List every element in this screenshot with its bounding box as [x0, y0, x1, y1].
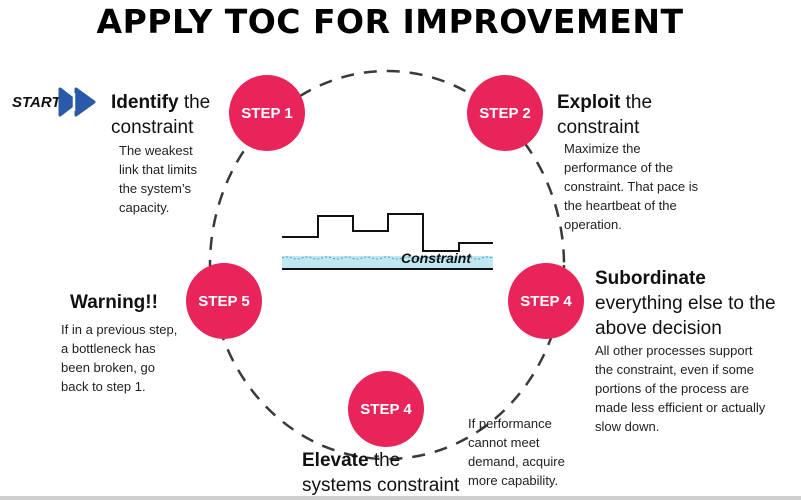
desc-line: capacity. [119, 200, 170, 215]
step-1-heading-part: the [178, 92, 211, 113]
step-subordinate-heading-part: everything else to the [595, 293, 776, 314]
desc-line: The weakest [119, 143, 193, 158]
step-elevate-heading-bold: Elevate [302, 450, 369, 471]
fast-forward-icon [58, 87, 96, 117]
step-1-badge: STEP 1 [229, 75, 305, 151]
step-5-description: If in a previous step, a bottleneck has … [61, 320, 177, 396]
desc-line: the constraint, even if some [595, 362, 754, 377]
step-subordinate-description: All other processes support the constrai… [595, 341, 765, 436]
constraint-label: Constraint [401, 250, 471, 266]
step-1-heading-bold: Identify [111, 92, 179, 113]
step-2-heading: Exploit the constraint [557, 90, 652, 140]
step-2-description: Maximize the performance of the constrai… [564, 139, 698, 234]
step-5-badge: STEP 5 [186, 263, 262, 339]
desc-line: slow down. [595, 419, 660, 434]
step-elevate-badge: STEP 4 [348, 371, 424, 447]
constraint-profile-line [282, 213, 493, 252]
desc-line: more capability. [468, 473, 559, 488]
desc-line: All other processes support [595, 343, 753, 358]
desc-line: been broken, go [61, 360, 155, 375]
step-elevate-heading-part: the [368, 450, 401, 471]
desc-line: cannot meet [468, 435, 540, 450]
desc-line: demand, acquire [468, 454, 565, 469]
bottom-divider [0, 496, 801, 500]
desc-line: link that limits [119, 162, 198, 177]
step-2-badge: STEP 2 [467, 75, 543, 151]
desc-line: back to step 1. [61, 379, 146, 394]
step-5-heading-bold: Warning!! [70, 292, 158, 313]
step-2-heading-bold: Exploit [557, 92, 621, 113]
start-label: START [12, 94, 61, 111]
step-1-heading-part-2: constraint [111, 117, 194, 138]
step-elevate-heading: Elevate the systems constraint [302, 448, 459, 498]
step-2-heading-part-2: constraint [557, 117, 640, 138]
desc-line: made less efficient or actually [595, 400, 766, 415]
desc-line: constraint. That pace is [564, 179, 699, 194]
step-elevate-heading-part-2: systems constraint [302, 475, 460, 496]
page-title: APPLY TOC FOR IMPROVEMENT [96, 2, 684, 41]
desc-line: operation. [564, 217, 622, 232]
step-subordinate-heading: Subordinate everything else to the above… [595, 266, 776, 341]
step-5-heading: Warning!! [70, 290, 158, 315]
step-2-heading-part: the [620, 92, 653, 113]
desc-line: If performance [468, 416, 552, 431]
step-1-description: The weakest link that limits the system’… [119, 141, 197, 217]
step-subordinate-heading-part-2: above decision [595, 318, 722, 339]
desc-line: If in a previous step, [61, 322, 178, 337]
desc-line: portions of the process are [595, 381, 749, 396]
desc-line: performance of the [564, 160, 674, 175]
step-elevate-description: If performance cannot meet demand, acqui… [468, 414, 565, 490]
step-subordinate-heading-bold: Subordinate [595, 268, 706, 289]
desc-line: Maximize the [564, 141, 641, 156]
desc-line: a bottleneck has [61, 341, 156, 356]
step-subordinate-badge: STEP 4 [508, 263, 584, 339]
desc-line: the heartbeat of the [564, 198, 677, 213]
desc-line: the system’s [119, 181, 192, 196]
step-1-heading: Identify the constraint [111, 90, 210, 140]
